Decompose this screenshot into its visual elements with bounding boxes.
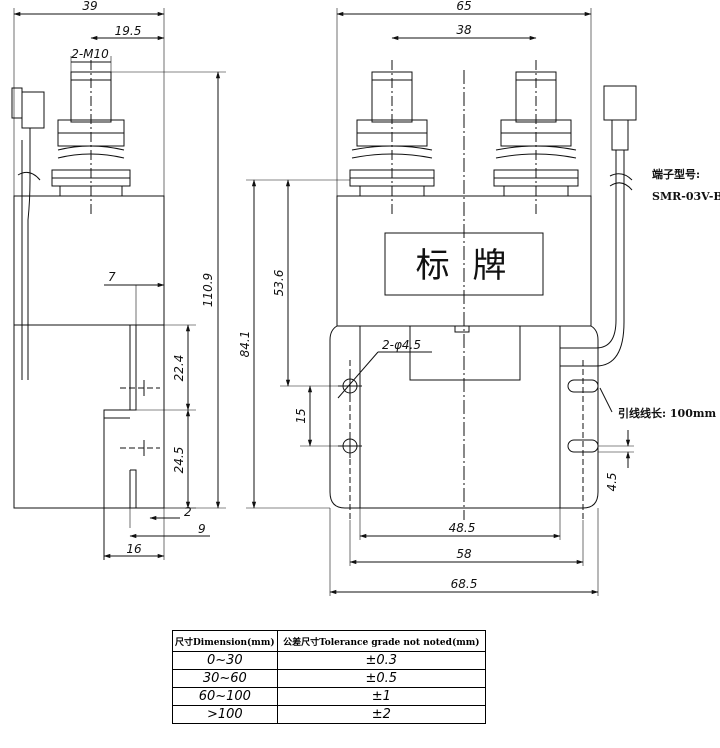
dim-slot-4-5: 4.5: [605, 472, 619, 491]
dim-base-68-5: 68.5: [451, 577, 478, 591]
header-dimension: 尺寸Dimension(mm): [172, 630, 278, 652]
dim-front-53-6: 53.6: [272, 269, 286, 296]
dim-stud-spacing: 38: [456, 23, 472, 37]
dim-side-stud-offset: 19.5: [115, 24, 142, 38]
table-row: 30~60 ±0.5: [172, 669, 487, 688]
terminal-model-value: SMR-03V-B: [652, 190, 720, 203]
dim-side-2: 2: [184, 505, 192, 519]
tolerance-header-row: 尺寸Dimension(mm) 公差尺寸Tolerance grade not …: [172, 630, 487, 652]
dim-hole-spacing: 15: [294, 408, 308, 423]
tolerance-table: 尺寸Dimension(mm) 公差尺寸Tolerance grade not …: [172, 630, 487, 724]
tolerance-cell: ±0.3: [276, 651, 487, 670]
lead-length-label: 引线线长: 100mm: [618, 406, 716, 420]
table-row: 60~100 ±1: [172, 687, 487, 706]
front-view: [246, 8, 637, 596]
range-cell: 30~60: [172, 669, 278, 688]
range-cell: >100: [172, 705, 278, 724]
dim-side-22-4: 22.4: [172, 355, 186, 382]
dim-base-58: 58: [456, 547, 472, 561]
dim-stud-thread: 2-M10: [71, 47, 109, 61]
dim-side-width: 39: [82, 0, 97, 13]
dim-side-7: 7: [108, 270, 116, 284]
dim-hole-dia: 2-φ4.5: [382, 338, 421, 352]
table-row: >100 ±2: [172, 705, 487, 724]
dim-front-width: 65: [456, 0, 471, 13]
tolerance-cell: ±2: [276, 705, 487, 724]
dim-side-9: 9: [198, 522, 206, 536]
table-row: 0~30 ±0.3: [172, 651, 487, 670]
dim-front-84-1: 84.1: [238, 331, 252, 358]
nameplate-text: 标 牌: [416, 246, 513, 286]
range-cell: 60~100: [172, 687, 278, 706]
dim-side-16: 16: [126, 542, 142, 556]
side-view: [11, 8, 226, 560]
header-tolerance: 公差尺寸Tolerance grade not noted(mm): [276, 630, 487, 652]
dim-side-total-height: 110.9: [201, 273, 215, 307]
terminal-model-label: 端子型号:: [652, 167, 700, 181]
dim-side-24-5: 24.5: [172, 447, 186, 474]
tolerance-cell: ±1: [276, 687, 487, 706]
range-cell: 0~30: [172, 651, 278, 670]
tolerance-cell: ±0.5: [276, 669, 487, 688]
contactor-drawing: 39 19.5 2-M10 110.9 7 22.4 24.5 2 9 16: [11, 0, 720, 596]
dim-base-48-5: 48.5: [449, 521, 476, 535]
